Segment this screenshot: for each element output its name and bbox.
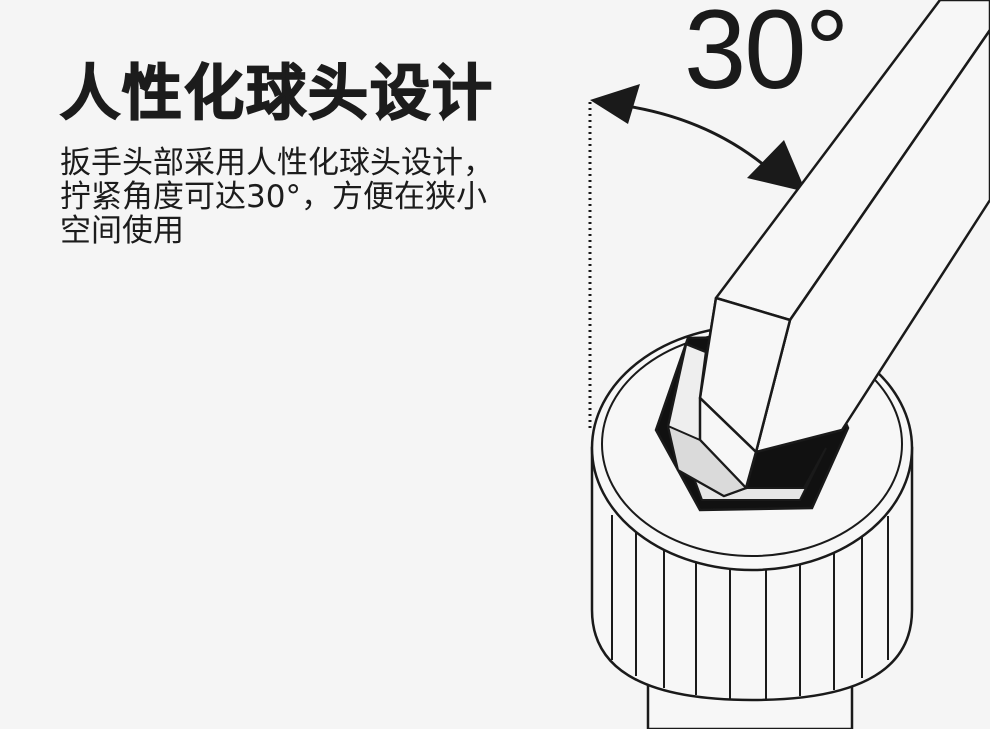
feature-description-line-2: 拧紧角度可达30°，方便在狭小 xyxy=(60,179,487,215)
feature-headline: 人性化球头设计 xyxy=(59,59,494,129)
hex-key-wrench xyxy=(666,0,990,498)
feature-description: 扳手头部采用人性化球头设计， 拧紧角度可达30°，方便在狭小 空间使用 xyxy=(60,146,510,248)
arc-arrowhead-left xyxy=(590,84,640,124)
arc-arrowhead-right xyxy=(747,140,806,192)
angle-label: 30° xyxy=(684,0,849,112)
feature-description-line-1: 扳手头部采用人性化球头设计， xyxy=(60,145,494,181)
feature-description-line-3: 空间使用 xyxy=(60,213,184,249)
knurl-lines xyxy=(611,515,889,699)
hex-key-ball-facet-lower xyxy=(667,425,747,497)
angle-arc xyxy=(611,102,771,172)
